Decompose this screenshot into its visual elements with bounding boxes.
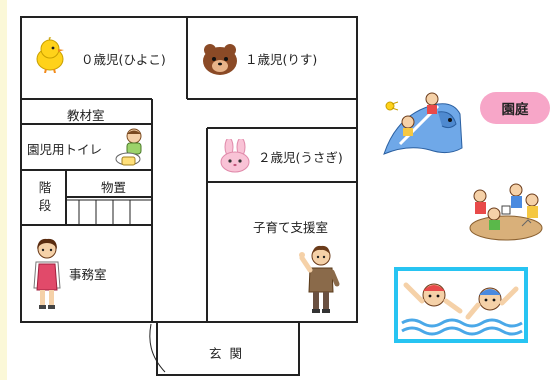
room-label-stairs: 階段 bbox=[38, 180, 52, 213]
child-on-potty-icon bbox=[115, 128, 142, 166]
left-margin-strip bbox=[0, 0, 7, 380]
children-sandbox-icon bbox=[469, 183, 543, 241]
room-label-two-year: ２歳児(うさぎ) bbox=[258, 150, 343, 165]
garden-badge: 園庭 bbox=[480, 92, 550, 124]
room-label-parenting-support: 子育て支援室 bbox=[253, 220, 329, 235]
squirrel-icon bbox=[203, 44, 237, 75]
room-label-child-toilet: 園児用トイレ bbox=[27, 142, 103, 157]
staff-woman-icon bbox=[33, 238, 61, 309]
room-label-entrance: 玄 関 bbox=[209, 346, 244, 361]
garden-label: 園庭 bbox=[501, 102, 529, 118]
entrance-door-swing bbox=[149, 323, 166, 373]
chick-icon bbox=[36, 37, 64, 73]
children-slide-icon bbox=[383, 92, 463, 155]
outer-wall bbox=[20, 16, 358, 376]
room-label-materials: 教材室 bbox=[67, 108, 105, 123]
room-label-infant: ０歳児(ひよこ) bbox=[81, 52, 166, 67]
room-label-one-year: １歳児(りす) bbox=[245, 52, 318, 67]
children-swimming-icon bbox=[398, 271, 524, 339]
pool-picture bbox=[394, 267, 528, 343]
room-label-storage: 物置 bbox=[101, 180, 127, 195]
rabbit-icon bbox=[220, 139, 250, 173]
staff-man-waving-icon bbox=[299, 245, 340, 313]
room-label-office: 事務室 bbox=[69, 267, 107, 282]
